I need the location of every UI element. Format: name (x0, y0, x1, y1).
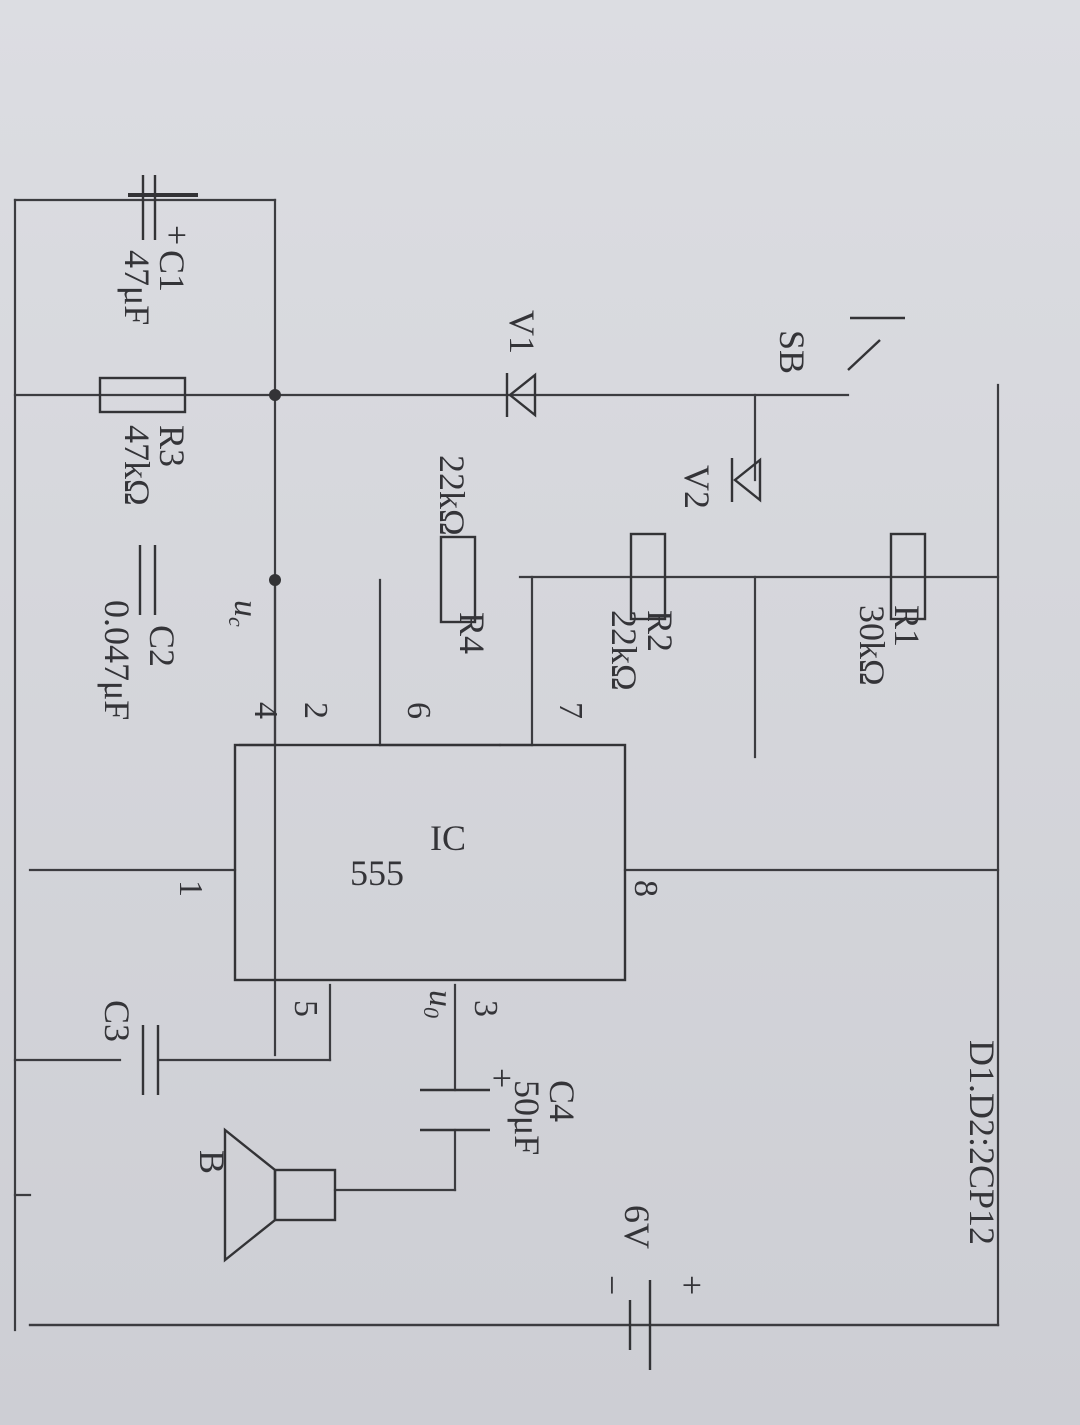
r3-value: 47kΩ (117, 425, 157, 506)
r1-label: R1 (887, 605, 927, 647)
c2-label: C2 (142, 625, 182, 667)
battery-positive: + (672, 1275, 712, 1295)
uc-label: uc (224, 600, 264, 627)
uo-label: u0 (419, 990, 459, 1018)
v2-label: V2 (677, 465, 717, 509)
battery-label: 6V (617, 1205, 657, 1249)
r1-resistor (889, 532, 927, 621)
junction-dot (269, 574, 281, 586)
pin-7: 7 (552, 702, 589, 719)
c1-value: 47μF (117, 250, 157, 325)
c4-value: 50μF (507, 1080, 547, 1155)
r2-label: R2 (640, 610, 680, 652)
pin-4: 4 (247, 702, 284, 719)
c1-label: C1 (152, 250, 192, 292)
r4-resistor (439, 535, 477, 624)
r2-resistor (629, 532, 667, 621)
ic-label: IC (430, 818, 466, 858)
r3-resistor (98, 376, 187, 414)
battery-negative: − (592, 1275, 632, 1295)
r4-label: R4 (452, 612, 492, 654)
pin-2: 2 (297, 702, 334, 719)
c4-polarity: + (482, 1068, 522, 1088)
switch-label: SB (772, 330, 812, 374)
r3-label: R3 (152, 425, 192, 467)
pin-5: 5 (287, 1000, 324, 1017)
wires (13, 198, 1000, 1332)
pin-1: 1 (172, 880, 209, 897)
v2-diode (733, 457, 762, 503)
ic-555-body (233, 743, 627, 982)
pin-6: 6 (400, 702, 437, 719)
speaker-cone (223, 1127, 277, 1263)
v1-label: V1 (502, 310, 542, 354)
c1-polarity: + (157, 225, 197, 245)
v1-diode (508, 372, 537, 418)
c1-plate (128, 193, 198, 197)
r1-value: 30kΩ (852, 605, 892, 686)
pin-8: 8 (627, 880, 664, 897)
c2-value: 0.047μF (97, 600, 137, 720)
r4-value: 22kΩ (432, 455, 472, 536)
junction-dot (269, 389, 281, 401)
diode-note: D1.D2:2CP12 (962, 1040, 1002, 1245)
speaker-label: B (192, 1150, 232, 1174)
c4-label: C4 (542, 1080, 582, 1122)
switch-lever (847, 339, 881, 371)
r2-value: 22kΩ (604, 610, 644, 691)
speaker-magnet (273, 1168, 337, 1222)
ic-type-label: 555 (350, 853, 404, 893)
pin-3: 3 (467, 1000, 504, 1017)
c3-label: C3 (97, 1000, 137, 1042)
